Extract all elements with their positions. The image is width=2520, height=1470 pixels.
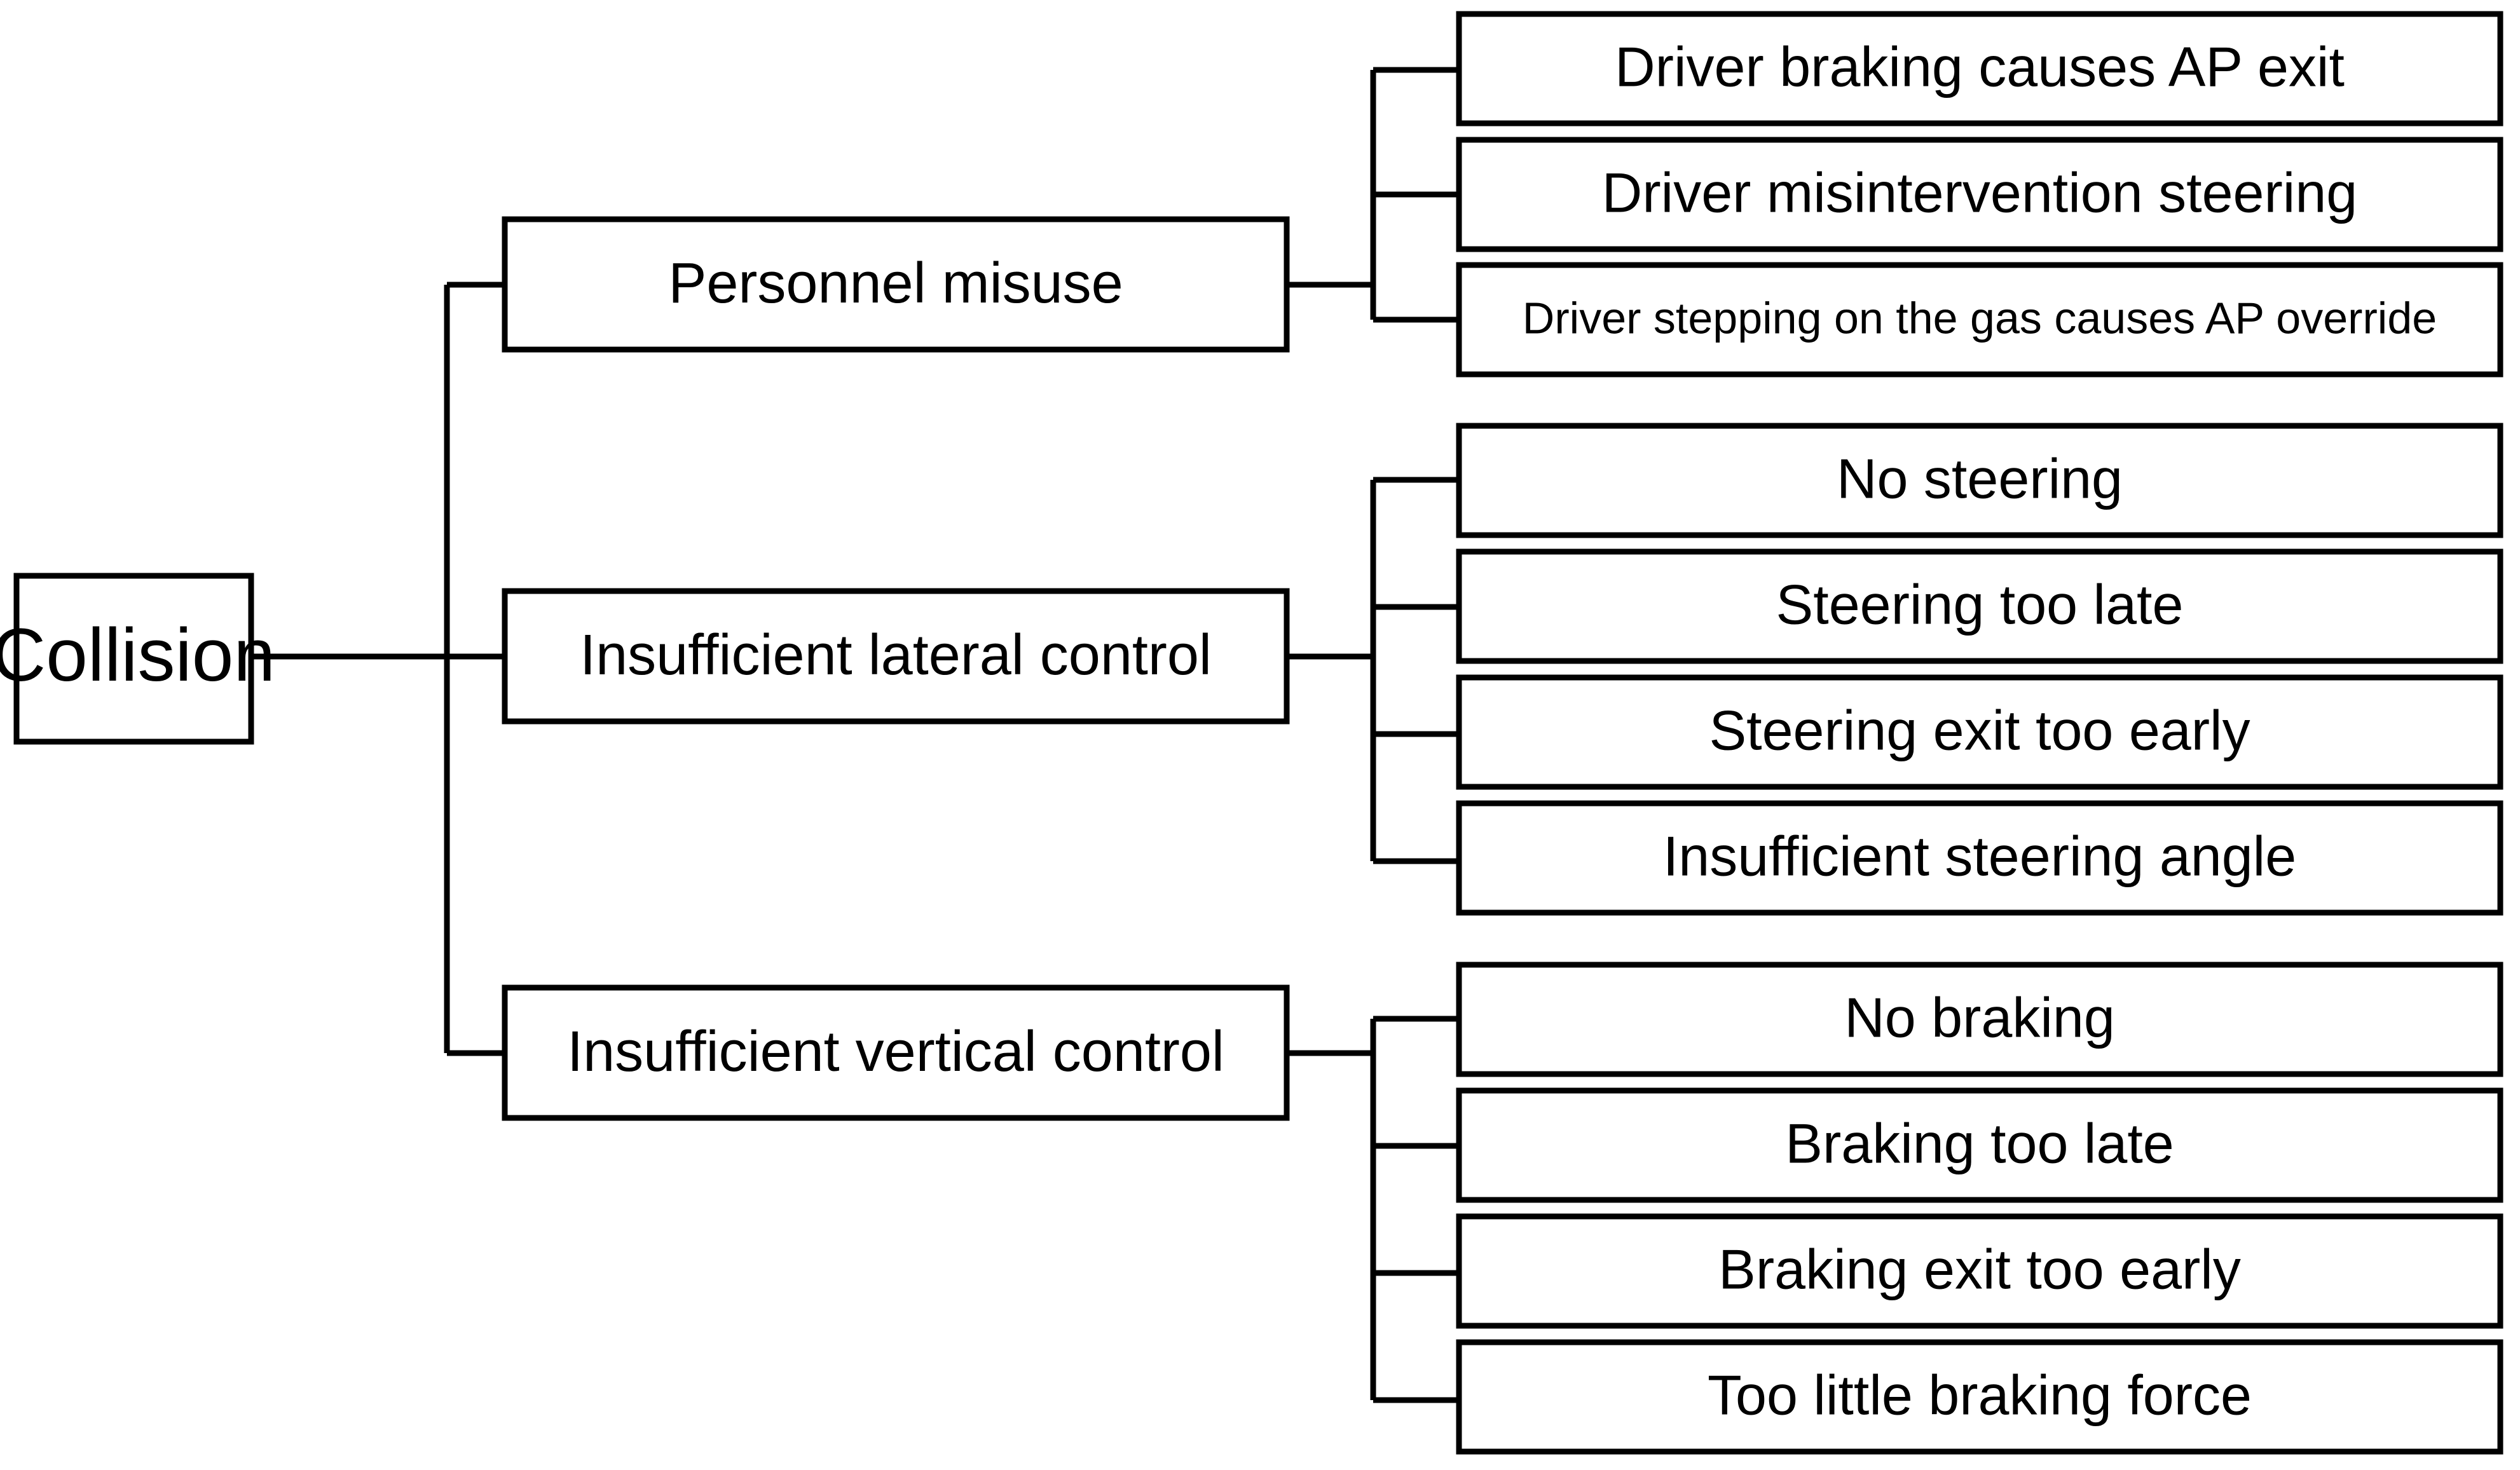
node-braking-exit-too-early[interactable]: Braking exit too early bbox=[1456, 1213, 2503, 1329]
node-insufficient-steering-angle[interactable]: Insufficient steering angle bbox=[1456, 800, 2503, 916]
node-braking-too-late-box[interactable] bbox=[1456, 1087, 2503, 1203]
node-no-steering-label: No steering bbox=[1837, 447, 2123, 510]
node-no-braking-box[interactable] bbox=[1456, 962, 2503, 1077]
node-steering-too-late[interactable]: Steering too late bbox=[1456, 548, 2503, 664]
node-steering-too-late-label: Steering too late bbox=[1776, 573, 2184, 636]
node-driver-braking-ap-exit-box[interactable] bbox=[1456, 11, 2503, 126]
node-steering-exit-too-early-label: Steering exit too early bbox=[1709, 698, 2250, 761]
node-driver-gas-ap-override-box[interactable] bbox=[1456, 262, 2503, 378]
node-steering-exit-too-early-box[interactable] bbox=[1456, 674, 2503, 790]
node-insufficient-lateral-control[interactable]: Insufficient lateral control bbox=[502, 588, 1290, 725]
node-steering-too-late-box[interactable] bbox=[1456, 548, 2503, 664]
node-too-little-braking-force[interactable]: Too little braking force bbox=[1456, 1339, 2503, 1455]
node-no-steering[interactable]: No steering bbox=[1456, 423, 2503, 538]
connector-group-1 bbox=[1289, 67, 1456, 323]
node-driver-braking-ap-exit[interactable]: Driver braking causes AP exit bbox=[1456, 11, 2503, 126]
node-braking-too-late[interactable]: Braking too late bbox=[1456, 1087, 2503, 1203]
node-insufficient-vertical-control[interactable]: Insufficient vertical control bbox=[502, 984, 1290, 1121]
node-insufficient-steering-angle-label: Insufficient steering angle bbox=[1663, 824, 2296, 887]
node-driver-misintervention-box[interactable] bbox=[1456, 137, 2503, 252]
node-braking-exit-too-early-label: Braking exit too early bbox=[1718, 1237, 2241, 1300]
node-braking-exit-too-early-box[interactable] bbox=[1456, 1213, 2503, 1329]
node-too-little-braking-force-box[interactable] bbox=[1456, 1339, 2503, 1455]
node-too-little-braking-force-label: Too little braking force bbox=[1708, 1363, 2252, 1426]
node-no-steering-box[interactable] bbox=[1456, 423, 2503, 538]
node-insufficient-vertical-control-box[interactable] bbox=[502, 984, 1290, 1121]
connector-group-root bbox=[251, 282, 502, 1056]
node-collision-label: Collision bbox=[0, 613, 275, 697]
node-no-braking[interactable]: No braking bbox=[1456, 962, 2503, 1077]
node-no-braking-label: No braking bbox=[1844, 986, 2115, 1049]
node-collision-box[interactable] bbox=[13, 573, 254, 745]
node-driver-braking-ap-exit-label: Driver braking causes AP exit bbox=[1615, 35, 2345, 98]
connector-group-2 bbox=[1289, 477, 1456, 864]
node-braking-too-late-label: Braking too late bbox=[1785, 1112, 2174, 1174]
node-driver-misintervention-label: Driver misintervention steering bbox=[1602, 161, 2357, 224]
connector-group-3 bbox=[1289, 1016, 1456, 1403]
node-steering-exit-too-early[interactable]: Steering exit too early bbox=[1456, 674, 2503, 790]
node-insufficient-lateral-control-box[interactable] bbox=[502, 588, 1290, 725]
node-personnel-misuse-label: Personnel misuse bbox=[668, 252, 1123, 315]
node-insufficient-vertical-control-label: Insufficient vertical control bbox=[567, 1020, 1224, 1084]
node-insufficient-steering-angle-box[interactable] bbox=[1456, 800, 2503, 916]
node-personnel-misuse-box[interactable] bbox=[502, 216, 1290, 353]
node-driver-misintervention[interactable]: Driver misintervention steering bbox=[1456, 137, 2503, 252]
node-driver-gas-ap-override[interactable]: Driver stepping on the gas causes AP ove… bbox=[1456, 262, 2503, 378]
node-driver-gas-ap-override-label: Driver stepping on the gas causes AP ove… bbox=[1523, 293, 2437, 343]
node-insufficient-lateral-control-label: Insufficient lateral control bbox=[580, 623, 1212, 687]
node-personnel-misuse[interactable]: Personnel misuse bbox=[502, 216, 1290, 353]
node-collision[interactable]: Collision bbox=[0, 573, 275, 745]
